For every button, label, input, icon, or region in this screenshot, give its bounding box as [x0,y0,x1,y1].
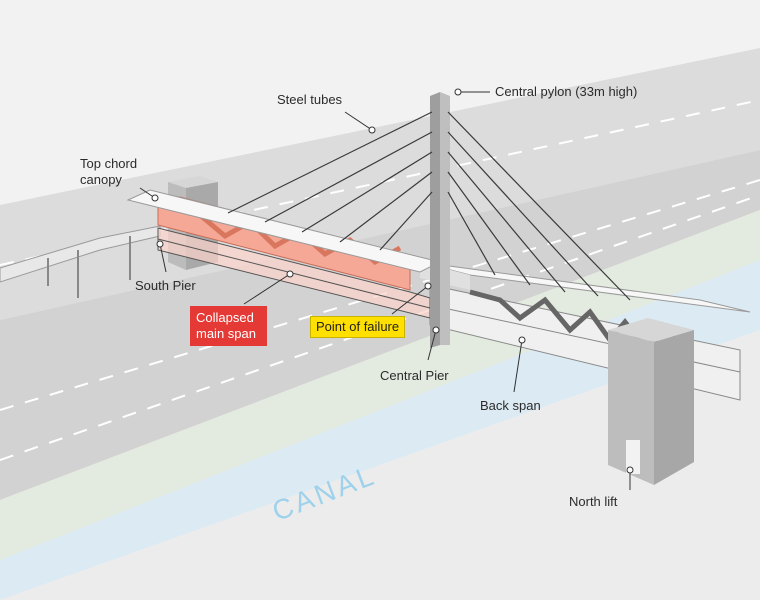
label-central-pylon: Central pylon (33m high) [495,84,638,99]
back-span-deck [419,261,751,313]
north-lift-side [654,330,694,485]
path-strip [0,330,760,600]
deck-rail-line [157,238,431,309]
north-lift-front [608,330,654,485]
label-point-of-failure: Point of failure [310,316,406,338]
stay-cables [227,111,631,301]
south-pier-top [168,176,218,188]
label-steel-tubes: Steel tubes [277,92,343,107]
central-pylon-front [430,92,440,348]
north-lift-top [608,318,694,342]
grass-strip [0,210,760,560]
label-north-lift: North lift [569,494,618,509]
label-top-chord-canopy: Top chord canopy [80,156,138,187]
central-pylon-side [440,92,450,345]
label-south-pier: South Pier [135,278,196,293]
leader-lines [139,88,634,490]
label-collapsed-main-span: Collapsed main span [190,306,267,346]
label-central-pier: Central Pier [380,368,449,383]
label-back-span: Back span [480,398,541,413]
north-lift-door [626,440,640,474]
